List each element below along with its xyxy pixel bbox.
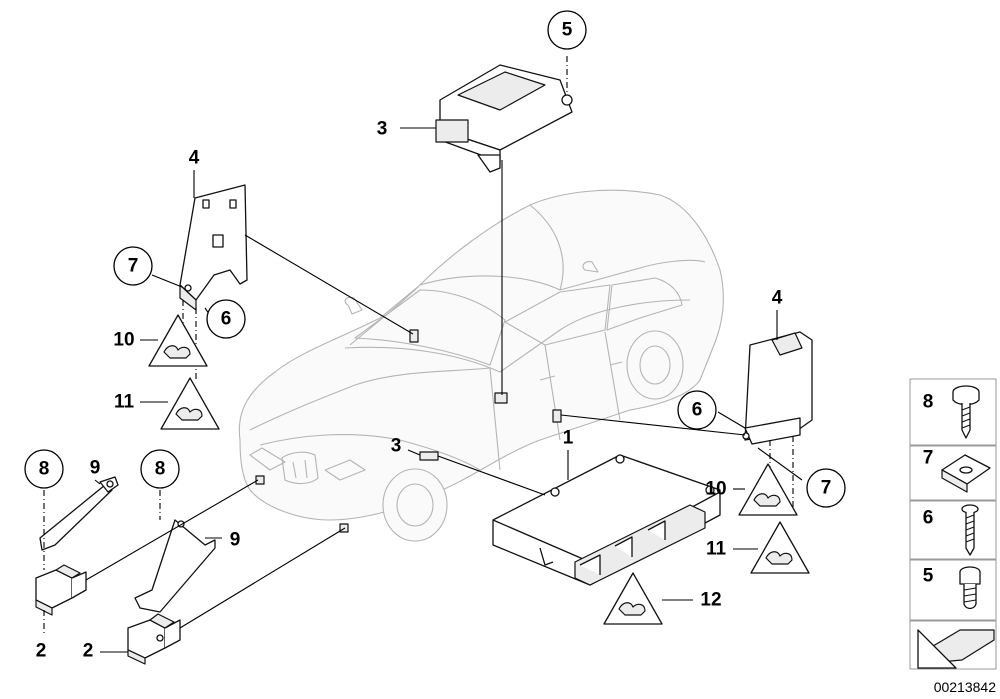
screw-6-icon <box>961 504 979 556</box>
callout-6-right: 6 <box>692 400 703 421</box>
label-1: 1 <box>563 428 574 449</box>
airbag-warning-icon <box>603 572 663 625</box>
warning-triangle-11-left <box>160 377 220 430</box>
legend-label-6: 6 <box>923 508 934 529</box>
label-4-right: 4 <box>772 288 783 309</box>
screw-8-icon <box>952 385 980 439</box>
label-10-right: 10 <box>705 479 726 500</box>
callout-7-right: 7 <box>821 478 832 499</box>
airbag-warning-icon <box>750 521 810 574</box>
mount-point-front-module <box>419 451 439 461</box>
document-number: 00213842 <box>934 679 997 695</box>
mount-point-right-b <box>552 409 562 423</box>
label-12: 12 <box>700 590 721 611</box>
legend-cell-bolt-5 <box>909 559 997 621</box>
airbag-control-unit-top <box>435 64 573 173</box>
label-4-left: 4 <box>189 148 200 169</box>
leader-lines <box>43 56 803 653</box>
legend-label-7: 7 <box>923 448 934 469</box>
clip-nut-7-icon <box>941 454 991 493</box>
warning-triangle-12 <box>603 572 663 625</box>
label-2-left: 2 <box>36 641 47 662</box>
connector-block-top <box>435 119 469 143</box>
bolt-5-icon <box>959 566 981 610</box>
bracket-right <box>742 331 813 445</box>
mount-point-center <box>494 392 508 404</box>
airbag-warning-icon <box>148 314 208 367</box>
callout-8-center: 8 <box>155 459 166 480</box>
front-sensor-left <box>35 476 119 616</box>
front-sensor-center <box>127 519 216 665</box>
warning-triangle-10-right <box>738 463 798 516</box>
label-3-top: 3 <box>377 119 388 140</box>
main-control-unit <box>492 454 721 586</box>
label-9-left: 9 <box>90 458 101 479</box>
warning-triangle-10-left <box>148 314 208 367</box>
label-9-center: 9 <box>230 530 241 551</box>
label-11-right: 11 <box>706 539 727 560</box>
label-10-left: 10 <box>113 330 134 351</box>
label-11-left: 11 <box>114 392 135 413</box>
bracket-left <box>179 184 248 311</box>
legend-cell-screw-6 <box>909 500 997 560</box>
legend-label-5: 5 <box>923 566 934 587</box>
mount-point-left-b <box>409 329 419 343</box>
callout-7-left: 7 <box>128 256 139 277</box>
callouts: 5 7 6 6 7 8 8 3 4 10 11 3 1 4 10 11 12 9… <box>24 10 846 662</box>
mount-point-front-left <box>255 475 265 485</box>
label-3-bottom: 3 <box>391 436 402 457</box>
hardware-legend: 8 7 6 5 <box>909 378 997 670</box>
callout-8-left: 8 <box>39 459 50 480</box>
legend-label-8: 8 <box>923 392 934 413</box>
arrow-icon <box>917 629 995 669</box>
callout-5: 5 <box>562 20 573 41</box>
label-2-center: 2 <box>83 641 94 662</box>
warning-triangle-11-right <box>750 521 810 574</box>
airbag-warning-icon <box>738 463 798 516</box>
airbag-warning-icon <box>160 377 220 430</box>
car-illustration <box>238 189 724 542</box>
callout-6-left: 6 <box>221 309 232 330</box>
